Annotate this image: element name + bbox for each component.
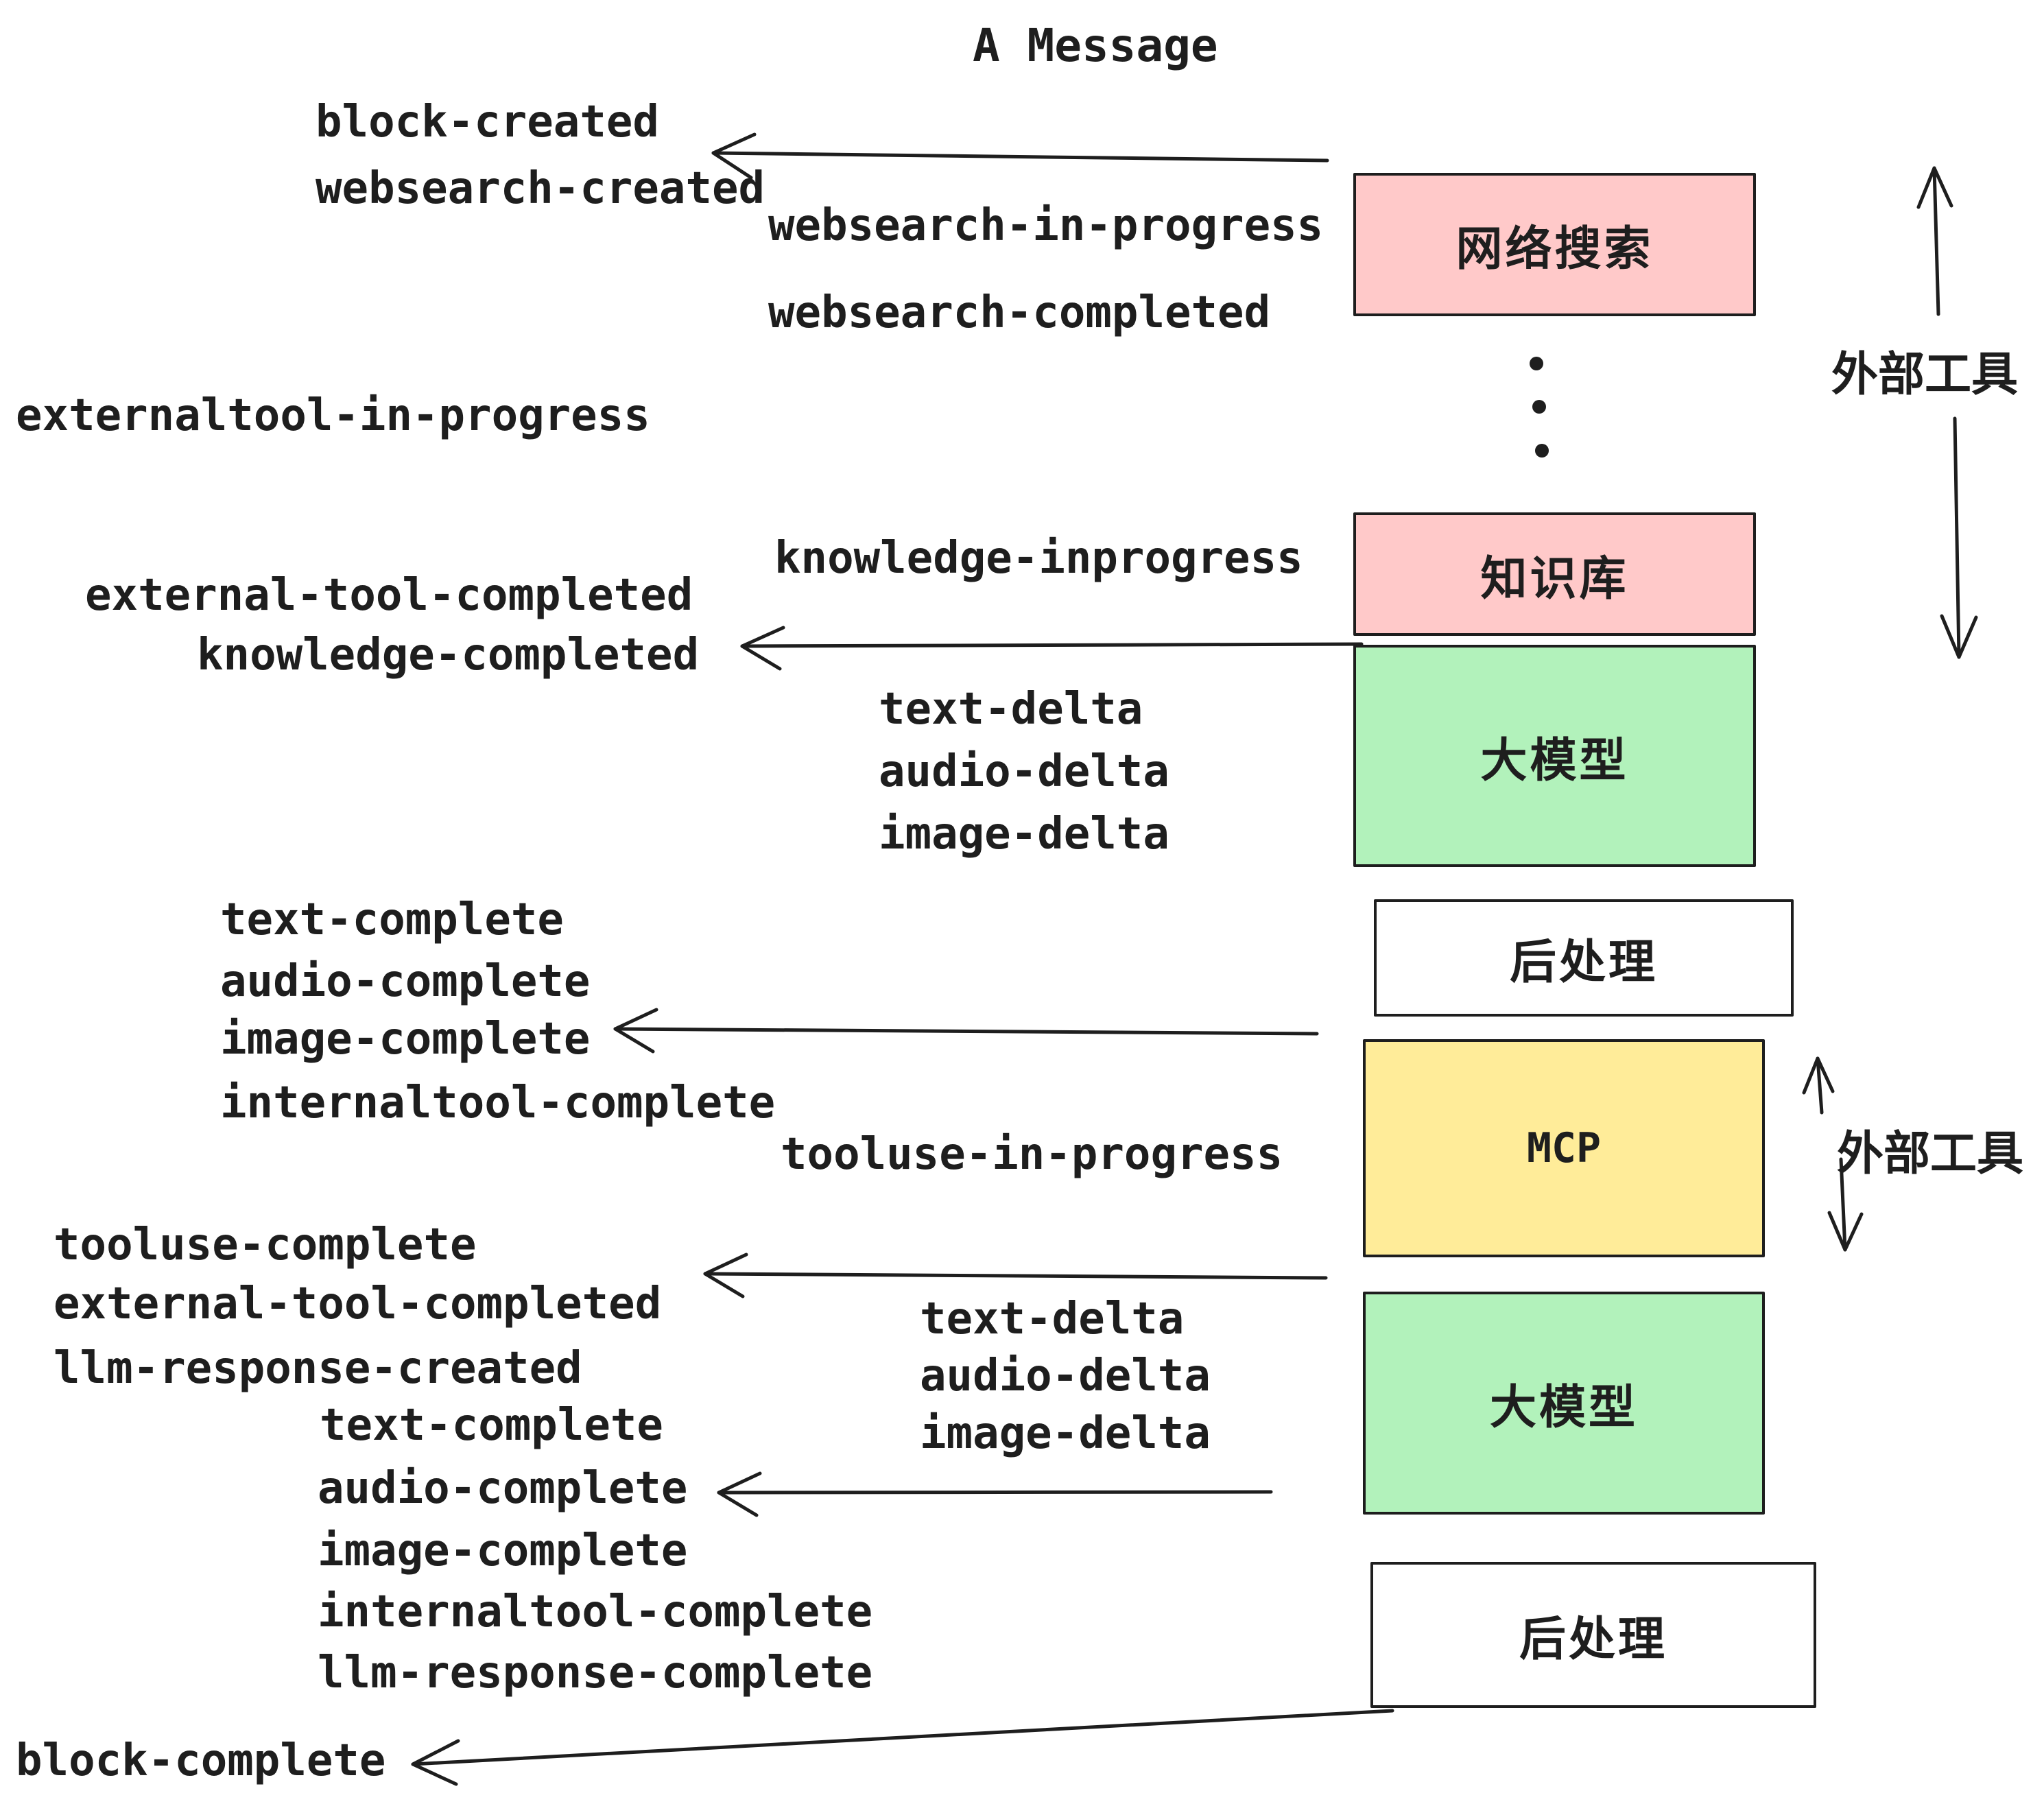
postprocess-box-2-label: 后处理	[1519, 1613, 1667, 1667]
event-image-delta: image-delta	[879, 809, 1169, 859]
postprocess-box-2: 后处理	[1370, 1562, 1816, 1708]
knowledge-box-label: 知识库	[1480, 551, 1629, 606]
external-tools-label-1: 外部工具	[1831, 348, 2019, 402]
external-tools-label-2: 外部工具	[1837, 1127, 2024, 1181]
event-block-created: block-created	[316, 97, 659, 147]
vertical-ellipsis-dot-2	[1532, 400, 1546, 414]
event-llm-response-created: llm-response-created	[54, 1343, 582, 1394]
event-audio-complete: audio-complete	[220, 956, 591, 1007]
event-image-complete-2: image-complete	[318, 1526, 688, 1576]
event-audio-delta-2: audio-delta	[920, 1351, 1211, 1401]
vertical-ellipsis-dot-3	[1535, 444, 1549, 458]
llm-box-1-label: 大模型	[1480, 733, 1629, 788]
mcp-box-label: MCP	[1526, 1124, 1602, 1172]
external-tools-arrow-down-1	[1940, 416, 1978, 659]
external-tools-arrow-up-1	[1916, 166, 1953, 316]
arrow-to-image-complete	[613, 1008, 1319, 1054]
arrow-to-knowledge-completed	[740, 626, 1364, 671]
event-externaltool-in-progress: externaltool-in-progress	[16, 390, 650, 441]
vertical-ellipsis-dot-1	[1530, 357, 1543, 370]
event-knowledge-completed: knowledge-completed	[197, 630, 700, 680]
event-image-complete: image-complete	[220, 1014, 591, 1065]
mcp-box: MCP	[1363, 1039, 1765, 1257]
event-text-delta: text-delta	[879, 684, 1143, 735]
event-tooluse-in-progress: tooluse-in-progress	[781, 1129, 1283, 1180]
diagram-title: A Message	[973, 19, 1218, 72]
event-internaltool-complete-2: internaltool-complete	[318, 1587, 873, 1637]
external-tools-arrow-down-2	[1827, 1157, 1864, 1252]
arrow-to-audio-complete	[717, 1471, 1273, 1517]
event-text-complete: text-complete	[220, 894, 564, 945]
event-audio-delta: audio-delta	[879, 746, 1169, 797]
event-external-tool-completed-2: external-tool-completed	[54, 1279, 662, 1329]
websearch-box-label: 网络搜索	[1455, 222, 1654, 276]
event-text-complete-2: text-complete	[320, 1400, 663, 1451]
postprocess-box-1: 后处理	[1374, 899, 1794, 1017]
event-text-delta-2: text-delta	[920, 1294, 1185, 1344]
llm-box-2-label: 大模型	[1489, 1381, 1638, 1435]
event-internaltool-complete: internaltool-complete	[220, 1078, 776, 1128]
event-knowledge-inprogress: knowledge-inprogress	[774, 533, 1303, 584]
event-llm-response-complete: llm-response-complete	[318, 1648, 873, 1698]
llm-box-1: 大模型	[1353, 645, 1756, 867]
knowledge-box: 知识库	[1353, 512, 1756, 636]
external-tools-arrow-up-2	[1802, 1056, 1835, 1115]
event-websearch-in-progress: websearch-in-progress	[768, 200, 1324, 251]
websearch-box: 网络搜索	[1353, 173, 1756, 316]
arrow-to-external-tool-completed	[703, 1253, 1328, 1298]
event-websearch-completed: websearch-completed	[768, 287, 1271, 338]
event-image-delta-2: image-delta	[920, 1408, 1211, 1459]
postprocess-box-1-label: 后处理	[1509, 936, 1658, 990]
arrow-to-block-complete	[411, 1709, 1394, 1786]
event-external-tool-completed: external-tool-completed	[85, 570, 693, 621]
event-websearch-created: websearch-created	[316, 163, 765, 214]
event-tooluse-complete: tooluse-complete	[54, 1220, 477, 1270]
event-block-complete: block-complete	[16, 1735, 386, 1786]
arrow-to-block-created	[711, 132, 1329, 180]
llm-box-2: 大模型	[1363, 1292, 1765, 1515]
event-audio-complete-2: audio-complete	[318, 1463, 688, 1514]
